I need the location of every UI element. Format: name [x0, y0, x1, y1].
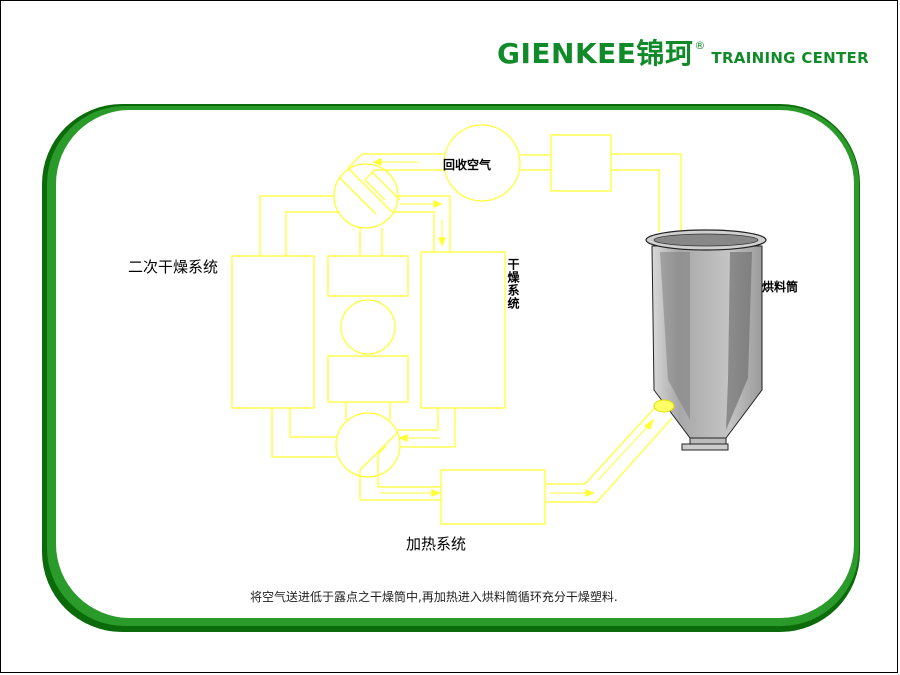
drying-tower	[420, 251, 506, 409]
center-blower	[340, 299, 396, 355]
pipe-network	[231, 124, 682, 525]
heating-system-label: 加热系统	[406, 535, 467, 553]
drying-system-label: 干燥系统	[506, 258, 520, 310]
secondary-dryer-label: 二次干燥系统	[128, 258, 219, 276]
hopper-label: 烘料筒	[762, 280, 799, 294]
heater-box	[440, 469, 546, 525]
recovery-air-label: 回收空气	[443, 158, 492, 172]
logo-brand: GIENKEE锦珂	[497, 37, 694, 70]
logo-subtitle: TRAINING CENTER	[711, 49, 869, 67]
secondary-drying-tower	[231, 255, 315, 409]
caption-text: 将空气送进低于露点之干燥筒中,再加热进入烘料筒循环充分干燥塑料.	[250, 590, 618, 604]
gienkee-logo: GIENKEE锦珂® TRAINING CENTER	[497, 32, 869, 72]
recovery-air-fan	[443, 124, 521, 202]
lower-switch-valve	[335, 412, 401, 478]
lower-center-block	[327, 355, 409, 403]
filter-box	[550, 134, 612, 192]
registered-mark: ®	[694, 39, 706, 52]
upper-center-block	[327, 255, 409, 297]
drying-hopper	[645, 229, 767, 451]
